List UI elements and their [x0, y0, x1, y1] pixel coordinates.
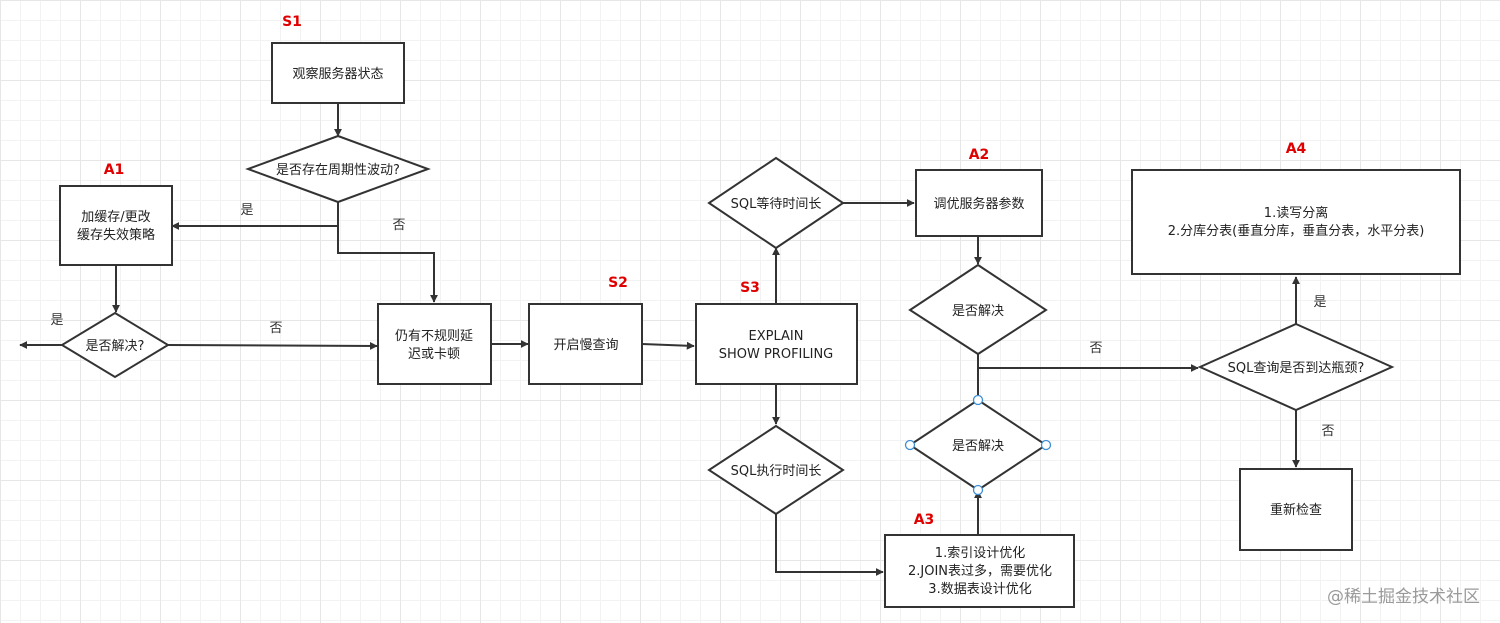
sqlwait-label: SQL等待时间长	[731, 196, 822, 212]
solved1-label: 是否解决?	[86, 339, 145, 354]
tag-s1: S1	[282, 14, 302, 30]
periodic-yes-label: 是	[240, 203, 253, 218]
sqlexec-diamond[interactable]	[707, 424, 845, 516]
handle-bottom[interactable]	[972, 484, 984, 496]
tag-s2: S2	[608, 275, 628, 291]
tag-a1: A1	[104, 162, 125, 178]
tag-s3: S3	[740, 280, 760, 296]
sqlexec-label: SQL执行时间长	[731, 464, 822, 479]
handle-top[interactable]	[972, 394, 984, 406]
recheck-box[interactable]	[1239, 468, 1353, 551]
edge-periodic-irregular	[337, 202, 438, 303]
node-labels: 观察服务器状态 是否存在周期性波动? 加缓存/更改缓存失效策略 是否解决? 仍有…	[77, 66, 1424, 597]
solved1-no-label: 否	[269, 321, 282, 336]
solved2-diamond[interactable]	[908, 263, 1048, 356]
solved3-label: 是否解决	[952, 439, 1004, 454]
cache-label: 加缓存/更改缓存失效策略	[77, 210, 155, 243]
selection-handles	[904, 394, 1052, 496]
edge-sqlexec-optimize	[775, 514, 884, 576]
observe-box[interactable]	[271, 42, 405, 104]
handle-left[interactable]	[904, 439, 916, 451]
tune-box[interactable]	[915, 169, 1043, 237]
bottleneck-yes-label: 是	[1313, 295, 1326, 310]
edge-slowlog-explain	[641, 341, 695, 350]
tune-label: 调优服务器参数	[933, 196, 1024, 212]
cache-box[interactable]	[59, 185, 173, 266]
slowlog-box[interactable]	[528, 303, 643, 385]
optimize-box[interactable]	[884, 534, 1075, 608]
slowlog-label: 开启慢查询	[553, 337, 618, 353]
handle-right[interactable]	[1040, 439, 1052, 451]
shard-box[interactable]	[1131, 169, 1461, 275]
edge-labels: 是 否 是 否 否 是 否	[50, 203, 1334, 439]
observe-label: 观察服务器状态	[292, 66, 383, 82]
tag-a2: A2	[969, 147, 990, 163]
shapes	[59, 42, 1461, 608]
explain-box[interactable]	[695, 303, 858, 385]
periodic-no-label: 否	[392, 218, 405, 233]
solved2-label: 是否解决	[952, 304, 1004, 319]
bottleneck-diamond[interactable]	[1197, 322, 1395, 412]
solved1-yes-label: 是	[50, 313, 63, 328]
solved2-no-label: 否	[1089, 341, 1102, 356]
periodic-label: 是否存在周期性波动?	[276, 163, 400, 178]
tag-a4: A4	[1286, 141, 1307, 157]
periodic-diamond[interactable]	[245, 134, 431, 204]
irregular-label: 仍有不规则延迟或卡顿	[395, 329, 473, 362]
stage-tags: S1 A1 S2 S3 A2 A3 A4	[104, 14, 1307, 528]
irregular-box[interactable]	[377, 303, 492, 385]
edge-solved1-irregular	[167, 341, 378, 350]
edges	[19, 103, 1300, 576]
recheck-label: 重新检查	[1270, 502, 1322, 518]
bottleneck-no-label: 否	[1321, 424, 1334, 439]
watermark: @稀土掘金技术社区	[1327, 587, 1480, 607]
bottleneck-label: SQL查询是否到达瓶颈?	[1228, 361, 1365, 376]
tag-a3: A3	[914, 512, 935, 528]
sqlwait-diamond[interactable]	[707, 156, 845, 250]
solved1-diamond[interactable]	[60, 311, 170, 379]
